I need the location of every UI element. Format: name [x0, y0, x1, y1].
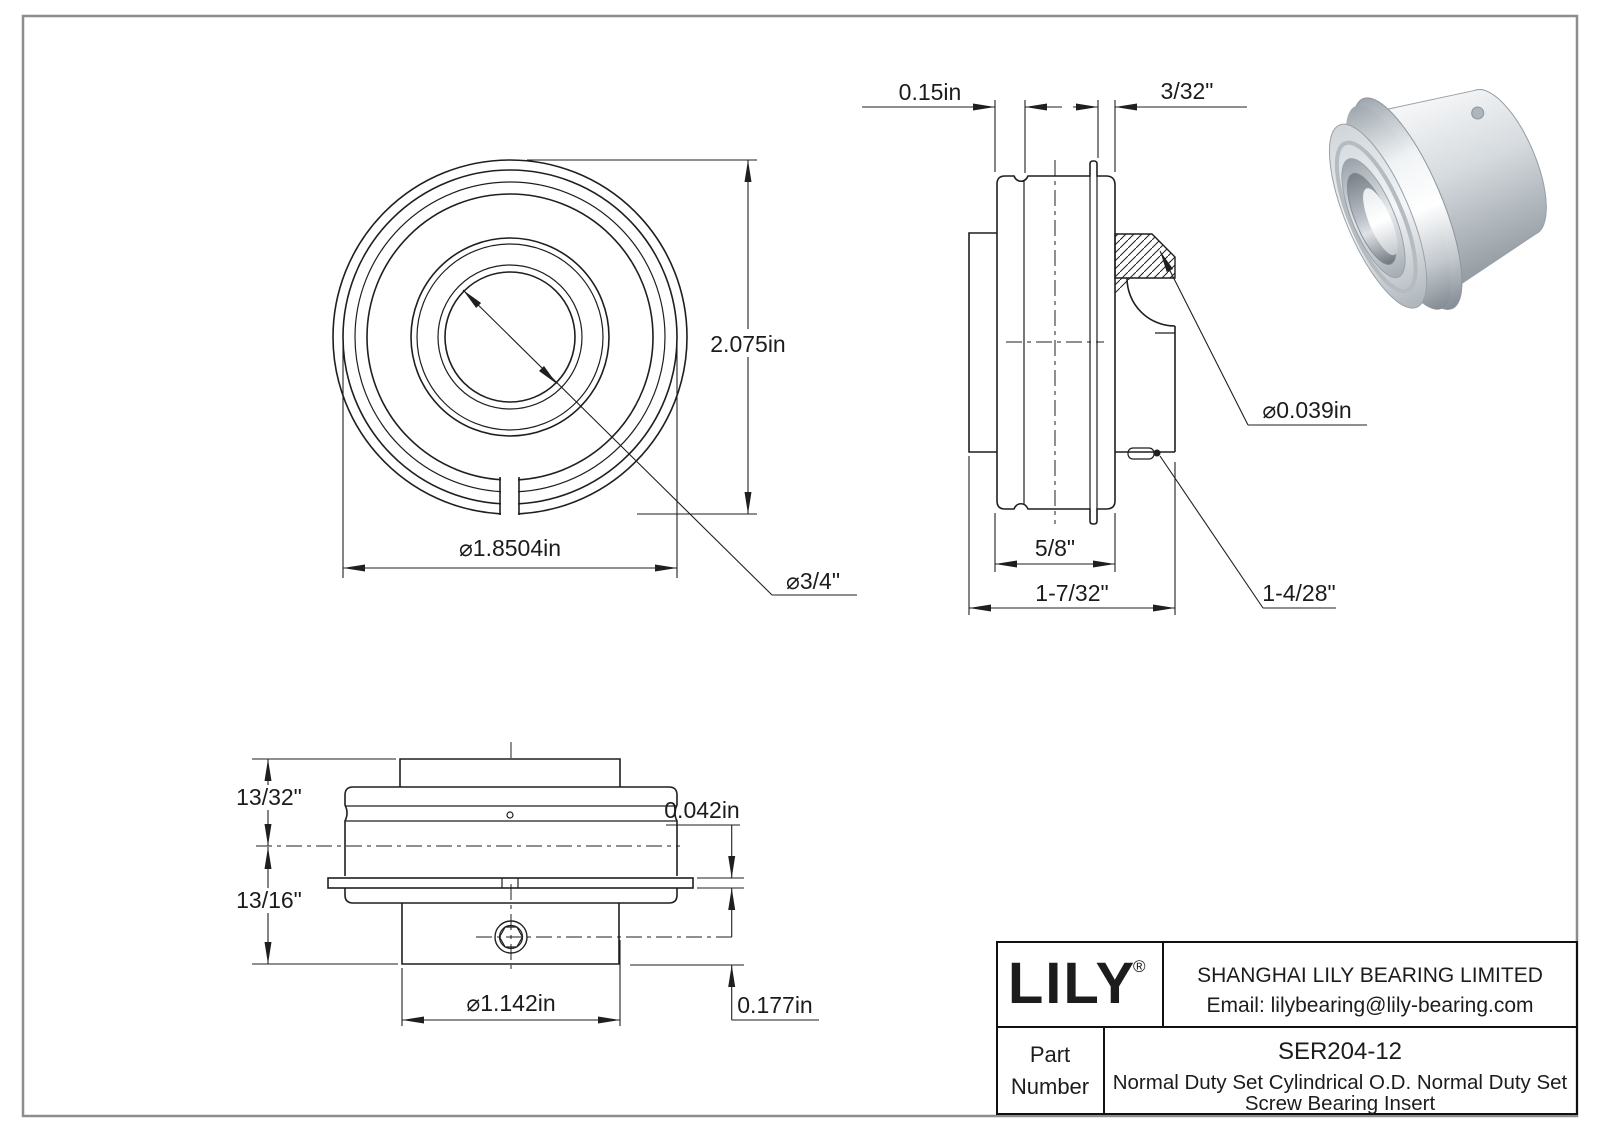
title-block: LILY ® SHANGHAI LILY BEARING LIMITED Ema…: [996, 941, 1578, 1115]
side-width-dimension: 5/8": [994, 513, 1116, 572]
side-groove-label: 3/32": [1161, 78, 1214, 104]
set-screw-side: [1127, 447, 1161, 460]
sheet-border: [21, 14, 1579, 1118]
label-mask: [708, 329, 788, 357]
front-height-dimension: 2.075in: [527, 159, 788, 515]
registered-mark-icon: ®: [1133, 957, 1146, 976]
part-label-line2: Number: [1011, 1074, 1089, 1099]
snap-ring-gap-mask: [501, 474, 518, 517]
front-height-label: 2.075in: [710, 331, 785, 357]
lily-logo: LILY: [1008, 951, 1136, 1016]
part-description-line1: Normal Duty Set Cylindrical O.D. Normal …: [1113, 1071, 1568, 1094]
bottom-od-dimension: ⌀1.142in: [401, 940, 621, 1026]
company-email: Email: lilybearing@lily-bearing.com: [1206, 994, 1533, 1017]
part-label-line1: Part: [1030, 1042, 1070, 1067]
front-view: ⌀1.8504in 2.075in ⌀3/4": [332, 159, 857, 596]
bottom-drop-dimension: 0.177in: [630, 964, 819, 1021]
side-screw-leader: 1-4/28": [1159, 455, 1336, 609]
side-width-label: 5/8": [1035, 535, 1075, 561]
bottom-od-label: ⌀1.142in: [466, 990, 555, 1016]
render-set-screw: [1471, 106, 1485, 120]
bottom-lower-label: 13/16": [236, 887, 302, 913]
part-number: SER204-12: [1278, 1038, 1402, 1065]
bottom-drop-label: 0.177in: [737, 992, 812, 1018]
front-bore-leader: ⌀3/4": [462, 289, 857, 596]
bottom-view: 13/32" 13/16" 0.042in ⌀1.142in: [236, 742, 819, 1026]
bottom-lower-dimension: 13/16": [236, 847, 398, 965]
side-total-label: 1-7/32": [1035, 580, 1108, 606]
side-screw-label: 1-4/28": [1262, 580, 1335, 606]
company-name: SHANGHAI LILY BEARING LIMITED: [1197, 964, 1543, 987]
bottom-upper-label: 13/32": [236, 784, 302, 810]
bottom-lip-label: 0.042in: [664, 797, 739, 823]
side-view: 0.15in 3/32" 5/8" 1-7/32" ⌀0.039in 1: [862, 78, 1367, 615]
bottom-lip-dimension: 0.042in: [664, 797, 744, 937]
section-cut: [1114, 233, 1176, 453]
part-description-line2: Screw Bearing Insert: [1245, 1092, 1436, 1115]
front-od-dimension: ⌀1.8504in: [342, 344, 678, 578]
side-ring-label: ⌀0.039in: [1262, 397, 1351, 423]
side-ring-leader: ⌀0.039in: [1159, 250, 1367, 426]
front-bore-label: ⌀3/4": [786, 568, 840, 594]
front-od-label: ⌀1.8504in: [459, 535, 561, 561]
side-top-dimensions: 0.15in 3/32": [862, 78, 1247, 173]
side-offset-label: 0.15in: [899, 79, 962, 105]
bearing-3d-render: [1328, 88, 1547, 310]
side-total-width-dimension: 1-7/32": [968, 456, 1176, 615]
ball-arc: [1126, 277, 1176, 327]
lube-hole: [506, 811, 514, 819]
bottom-upper-dimension: 13/32": [236, 758, 396, 846]
